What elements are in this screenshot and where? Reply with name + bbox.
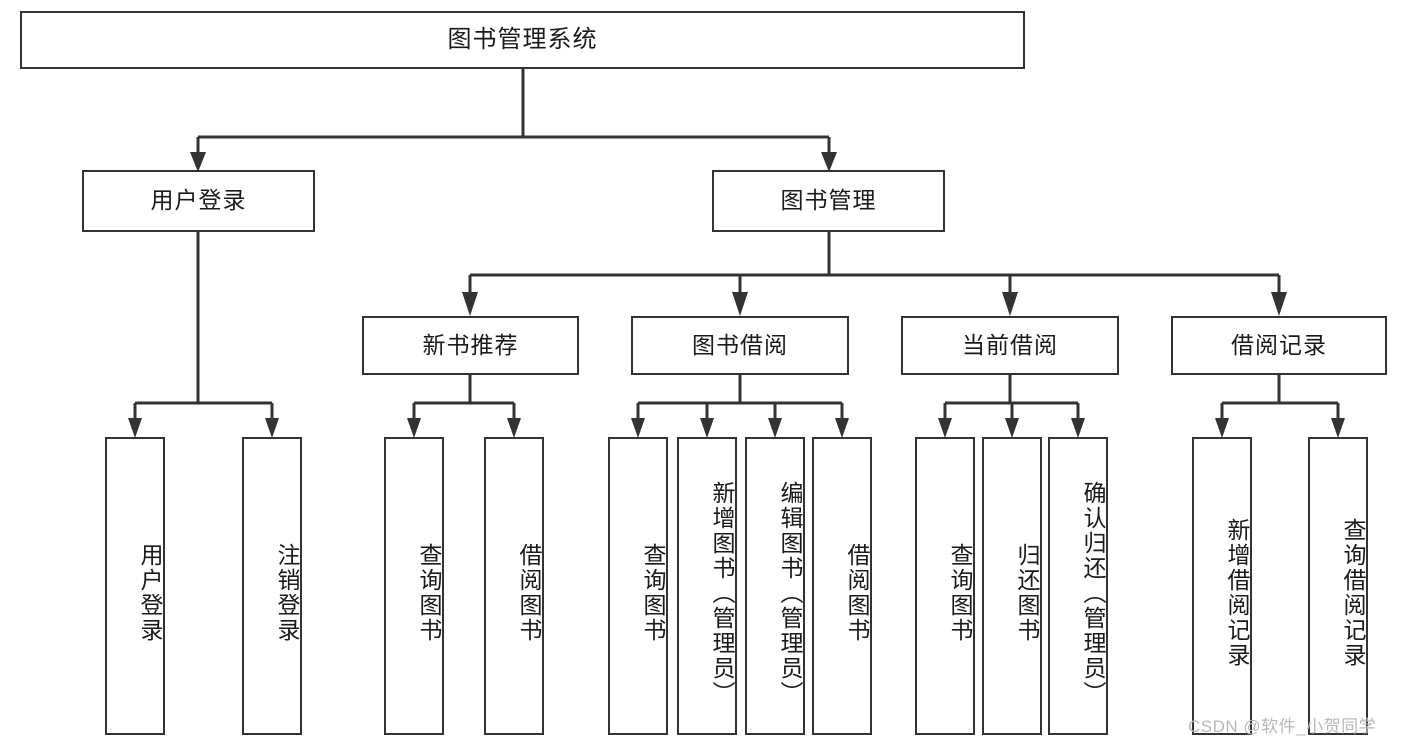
node-label: 新增借阅记录 bbox=[1224, 518, 1250, 668]
leaf-add-borrow-record[interactable]: 新增借阅记录 bbox=[1192, 437, 1252, 735]
node-book-management[interactable]: 图书管理 bbox=[712, 170, 945, 232]
node-label: 查询图书 bbox=[416, 543, 442, 643]
node-label: 查询图书 bbox=[947, 543, 973, 643]
node-borrow-record[interactable]: 借阅记录 bbox=[1171, 316, 1387, 375]
leaf-borrow-books[interactable]: 借阅图书 bbox=[812, 437, 872, 735]
node-label: 借阅图书 bbox=[516, 543, 542, 643]
leaf-borrow-books-recommend[interactable]: 借阅图书 bbox=[484, 437, 544, 735]
node-label: 借阅图书 bbox=[844, 543, 870, 643]
node-label: 新书推荐 bbox=[422, 331, 519, 358]
node-label: 图书管理系统 bbox=[447, 25, 598, 53]
node-label: 查询借阅记录 bbox=[1340, 518, 1366, 668]
leaf-query-books-current[interactable]: 查询图书 bbox=[915, 437, 975, 735]
node-new-book-recommend[interactable]: 新书推荐 bbox=[362, 316, 579, 375]
leaf-confirm-return-admin[interactable]: 确认归还（管理员） bbox=[1048, 437, 1108, 735]
node-user-login[interactable]: 用户登录 bbox=[82, 170, 315, 232]
leaf-user-login[interactable]: 用户登录 bbox=[105, 437, 165, 735]
watermark: CSDN @软件_小贺同学 bbox=[1188, 717, 1377, 736]
leaf-return-books[interactable]: 归还图书 bbox=[982, 437, 1042, 735]
node-label: 图书借阅 bbox=[692, 331, 788, 358]
node-label: 确认归还（管理员） bbox=[1080, 480, 1106, 706]
node-label: 用户登录 bbox=[150, 187, 247, 214]
leaf-query-books-recommend[interactable]: 查询图书 bbox=[384, 437, 444, 735]
node-book-borrow[interactable]: 图书借阅 bbox=[631, 316, 849, 375]
node-label: 编辑图书（管理员） bbox=[777, 480, 803, 706]
node-label: 用户登录 bbox=[137, 543, 163, 643]
leaf-query-borrow-record[interactable]: 查询借阅记录 bbox=[1308, 437, 1368, 735]
node-label: 图书管理 bbox=[780, 187, 877, 214]
node-label: 新增图书（管理员） bbox=[709, 480, 735, 706]
leaf-query-books-borrow[interactable]: 查询图书 bbox=[608, 437, 668, 735]
leaf-edit-book-admin[interactable]: 编辑图书（管理员） bbox=[745, 437, 805, 735]
node-label: 注销登录 bbox=[274, 543, 300, 643]
node-label: 当前借阅 bbox=[962, 331, 1058, 358]
node-label: 查询图书 bbox=[640, 543, 666, 643]
node-label: 借阅记录 bbox=[1231, 331, 1327, 358]
node-current-borrow[interactable]: 当前借阅 bbox=[901, 316, 1119, 375]
leaf-add-book-admin[interactable]: 新增图书（管理员） bbox=[677, 437, 737, 735]
leaf-logout[interactable]: 注销登录 bbox=[242, 437, 302, 735]
node-root-book-management-system[interactable]: 图书管理系统 bbox=[20, 11, 1025, 69]
node-label: 归还图书 bbox=[1014, 543, 1040, 643]
